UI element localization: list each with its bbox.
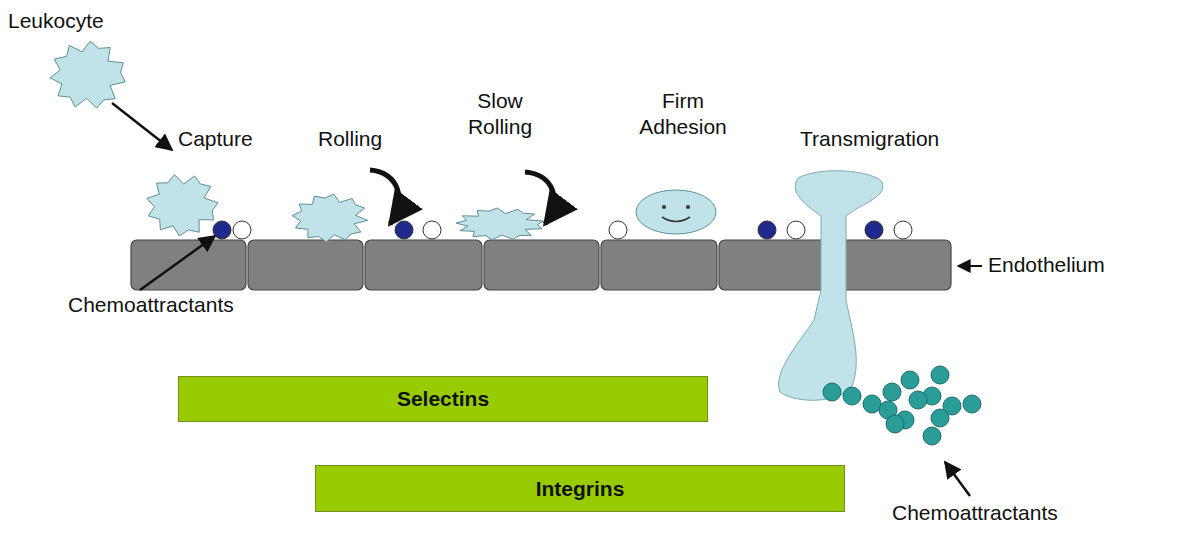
tissue-label: Endothelium bbox=[988, 252, 1105, 278]
receptor-dot bbox=[865, 221, 883, 239]
chemoattractant bbox=[963, 395, 981, 413]
endothelial-cell bbox=[719, 240, 837, 290]
endothelial-cell bbox=[601, 240, 717, 290]
step-label: Transmigration bbox=[800, 126, 939, 152]
receptor-dot bbox=[609, 221, 627, 239]
step-label: Rolling bbox=[318, 126, 382, 152]
step-label: Slow Rolling bbox=[450, 88, 550, 140]
chemoattractant bbox=[901, 371, 919, 389]
chemoattractant bbox=[923, 427, 941, 445]
leukocytes bbox=[50, 41, 716, 242]
band-label: Selectins bbox=[397, 387, 489, 411]
receptor-dot bbox=[233, 221, 251, 239]
chemoattractant bbox=[931, 366, 949, 384]
receptor-dot bbox=[423, 221, 441, 239]
chemoattractant bbox=[931, 409, 949, 427]
arrows bbox=[112, 103, 982, 496]
leukocyte-cell bbox=[292, 194, 368, 242]
transmigrating-leukocyte bbox=[779, 171, 883, 401]
receptor-dot bbox=[213, 221, 231, 239]
endothelial-cell bbox=[365, 240, 482, 290]
adherent-leukocyte bbox=[636, 190, 716, 234]
step-label: Firm Adhesion bbox=[626, 88, 740, 140]
leukocyte-cell bbox=[456, 208, 543, 240]
chemoattractant bbox=[843, 387, 861, 405]
chemoattractant-cluster bbox=[823, 366, 981, 445]
step-label: Capture bbox=[178, 126, 253, 152]
molecule-label: Chemoattractants bbox=[892, 500, 1058, 526]
chemoattractant bbox=[883, 383, 901, 401]
chemoattractant bbox=[909, 391, 927, 409]
chemoattractant bbox=[823, 383, 841, 401]
chemoattractant bbox=[886, 415, 904, 433]
leukocyte-cell bbox=[50, 41, 125, 108]
chemoattractant bbox=[863, 395, 881, 413]
receptor-dot bbox=[758, 221, 776, 239]
leukocyte-cell bbox=[147, 175, 218, 236]
molecule-band: Integrins bbox=[315, 465, 845, 512]
receptor-dot bbox=[894, 221, 912, 239]
endothelial-cell bbox=[839, 240, 951, 290]
cell-label: Leukocyte bbox=[8, 8, 104, 34]
endothelial-cell bbox=[248, 240, 363, 290]
receptor-dot bbox=[787, 221, 805, 239]
receptor-dot bbox=[395, 221, 413, 239]
endothelial-cell bbox=[131, 240, 246, 290]
band-label: Integrins bbox=[536, 477, 625, 501]
molecule-band: Selectins bbox=[178, 376, 708, 422]
endothelial-cell bbox=[484, 240, 599, 290]
molecule-label: Chemoattractants bbox=[68, 292, 234, 318]
